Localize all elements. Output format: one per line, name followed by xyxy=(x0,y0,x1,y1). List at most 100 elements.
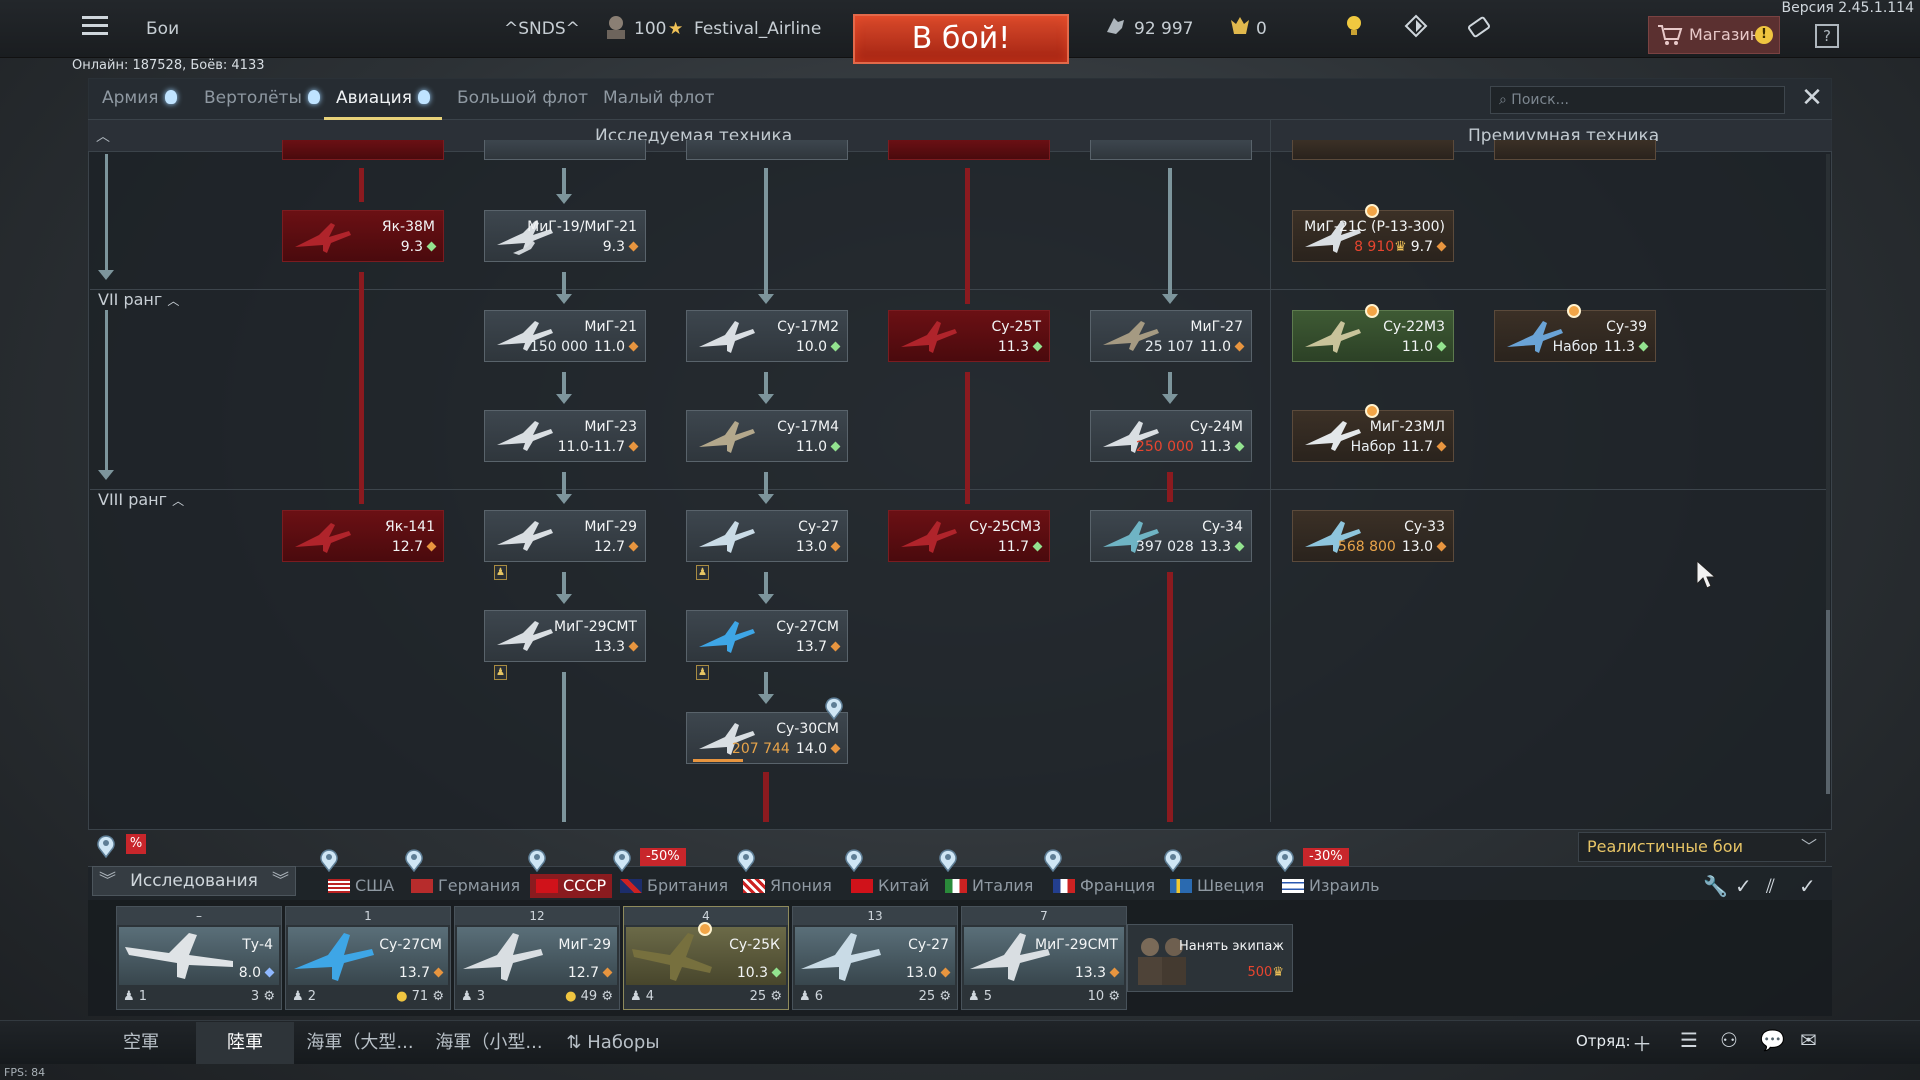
vehicle-card-mig-29smt[interactable]: МиГ-29СМТ 13.3 xyxy=(484,610,646,662)
nation-britain[interactable]: Британия xyxy=(620,876,728,895)
profile-avatar-icon[interactable] xyxy=(604,14,628,44)
checkmark-icon[interactable]: ✓ xyxy=(1799,874,1816,898)
bottom-tab-fleet-small[interactable]: 海軍（小型... xyxy=(435,1032,543,1053)
vehicle-card-mig-23[interactable]: МиГ-23 11.0-11.7 xyxy=(484,410,646,462)
collapse-up-icon[interactable]: ︿ xyxy=(96,129,110,145)
vehicle-card-partial[interactable] xyxy=(1090,140,1252,160)
bottom-tab-presets[interactable]: ⇅ Наборы xyxy=(566,1032,660,1053)
nation-ussr[interactable]: СССР xyxy=(530,874,613,898)
nation-sweden[interactable]: Швеция xyxy=(1170,876,1264,895)
crew-slot[interactable]: 1 Су-27СМ 13.7 ♟ 2● 71 ⚙ xyxy=(285,906,451,1010)
vehicle-card-yak-141[interactable]: Як-141 12.7 xyxy=(282,510,444,562)
bottom-tab-ground[interactable]: 陸軍 xyxy=(196,1022,294,1064)
add-squad-icon[interactable]: ＋ xyxy=(1632,1032,1652,1056)
jet-silhouette-icon xyxy=(497,321,553,351)
scrollbar-thumb[interactable] xyxy=(1826,610,1830,794)
search-input[interactable]: ⌕ Поиск... xyxy=(1490,86,1785,114)
vehicle-name: Су-24М xyxy=(1189,419,1243,435)
vehicle-card-su-25sm3[interactable]: Су-25СМ3 11.7 xyxy=(888,510,1050,562)
checkmark-icon[interactable]: ✓ xyxy=(1735,874,1752,898)
vehicle-card-partial[interactable] xyxy=(686,140,848,160)
shop-button[interactable]: Магазин ! xyxy=(1648,16,1780,54)
battles-menu[interactable]: Бои xyxy=(146,19,180,39)
friends-icon[interactable]: ⚇ xyxy=(1720,1028,1738,1052)
vehicle-card-partial[interactable] xyxy=(888,140,1050,160)
bottom-tab-fleet-large[interactable]: 海軍（大型... xyxy=(306,1032,414,1053)
tree-link-line xyxy=(359,168,364,202)
pin-filter-icon[interactable] xyxy=(96,834,116,862)
rank-label-7[interactable]: VII ранг ︿ xyxy=(98,290,180,309)
vehicle-thumbnail xyxy=(626,927,786,985)
wrench-icon[interactable]: 🔧 xyxy=(1703,874,1728,898)
tree-link-line xyxy=(359,272,364,504)
coupon-icon[interactable] xyxy=(1466,14,1492,44)
nation-france[interactable]: Франция xyxy=(1053,876,1155,895)
vehicle-card-partial[interactable] xyxy=(484,140,646,160)
jet-silhouette-icon xyxy=(901,321,957,353)
vehicle-br: 13.0 xyxy=(796,539,841,555)
vehicle-card-su-17m2[interactable]: Су-17М2 10.0 xyxy=(686,310,848,362)
tab-coastal-fleet[interactable]: Малый флот xyxy=(603,88,715,108)
vehicle-card-su-27sm[interactable]: Су-27СМ 13.7 xyxy=(686,610,848,662)
bottom-tab-air[interactable]: 空軍 xyxy=(123,1032,159,1053)
discount-filter-icon[interactable]: % xyxy=(126,834,146,854)
tab-bluewater-fleet[interactable]: Большой флот xyxy=(457,88,589,108)
vehicle-card-su-25t[interactable]: Су-25Т 11.3 xyxy=(888,310,1050,362)
diamond-icon[interactable] xyxy=(1404,14,1428,44)
vehicle-card-su-27[interactable]: Су-27 13.0 xyxy=(686,510,848,562)
premium-icon xyxy=(1365,204,1379,218)
vehicle-card-su-22m3[interactable]: Су-22М3 11.0 xyxy=(1292,310,1454,362)
menu-icon[interactable] xyxy=(82,14,108,44)
nation-italy[interactable]: Италия xyxy=(945,876,1033,895)
to-battle-button[interactable]: В бой! xyxy=(853,14,1069,64)
nation-israel[interactable]: Израиль xyxy=(1282,876,1380,895)
nation-china[interactable]: Китай xyxy=(851,876,929,895)
slot-extra: ● 71 ⚙ xyxy=(396,989,444,1004)
tab-aviation[interactable]: Авиация xyxy=(324,88,442,120)
lightbulb-icon[interactable] xyxy=(1344,14,1364,44)
tree-arrow-head xyxy=(556,494,572,504)
scrollbar-track[interactable] xyxy=(1826,154,1830,794)
tree-link-line xyxy=(764,472,768,496)
rank-label-8[interactable]: VIII ранг ︿ xyxy=(98,490,185,509)
repair-all-icon[interactable]: ⫽ xyxy=(1766,874,1775,898)
vehicle-card-partial[interactable] xyxy=(1292,140,1454,160)
tab-helicopters[interactable]: Вертолёты xyxy=(204,88,320,120)
nation-usa[interactable]: США xyxy=(328,876,394,895)
hire-crew-button[interactable]: Нанять экипаж 500♛ xyxy=(1127,924,1293,992)
vehicle-card-yak-38m[interactable]: Як-38М 9.3 xyxy=(282,210,444,262)
vehicle-card-mig-21s[interactable]: МиГ-21С (Р-13-300) 8 910♛9.7 xyxy=(1292,210,1454,262)
vehicle-card-mig-19-mig-21[interactable]: МиГ-19/МиГ-21 9.3 xyxy=(484,210,646,262)
list-icon[interactable]: ☰ xyxy=(1680,1028,1698,1052)
nation-japan[interactable]: Япония xyxy=(743,876,832,895)
vehicle-card-mig-29[interactable]: МиГ-29 12.7 xyxy=(484,510,646,562)
player-nickname[interactable]: Festival_Airline xyxy=(694,19,822,39)
jet-silhouette-icon xyxy=(1507,321,1563,353)
nation-germany[interactable]: Германия xyxy=(411,876,520,895)
research-button[interactable]: ︾ Исследования ︾ xyxy=(92,866,296,896)
vehicle-card-partial[interactable] xyxy=(282,140,444,160)
chat-icon[interactable]: 💬 xyxy=(1760,1028,1785,1052)
help-button[interactable]: ? xyxy=(1815,24,1839,48)
game-mode-select[interactable]: Реалистичные бои﹀ xyxy=(1578,832,1826,862)
close-icon[interactable]: ✕ xyxy=(1801,83,1823,113)
double-chevron-icon: ︾ xyxy=(99,871,116,891)
vehicle-name: МиГ-21 xyxy=(584,319,637,335)
vehicle-card-partial[interactable] xyxy=(1494,140,1656,160)
vehicle-card-su-17m4[interactable]: Су-17М4 11.0 xyxy=(686,410,848,462)
mail-icon[interactable]: ✉ xyxy=(1800,1028,1817,1052)
crew-slot[interactable]: 12 МиГ-29 12.7 ♟ 3● 49 ⚙ xyxy=(454,906,620,1010)
tab-army[interactable]: Армия xyxy=(102,88,177,120)
